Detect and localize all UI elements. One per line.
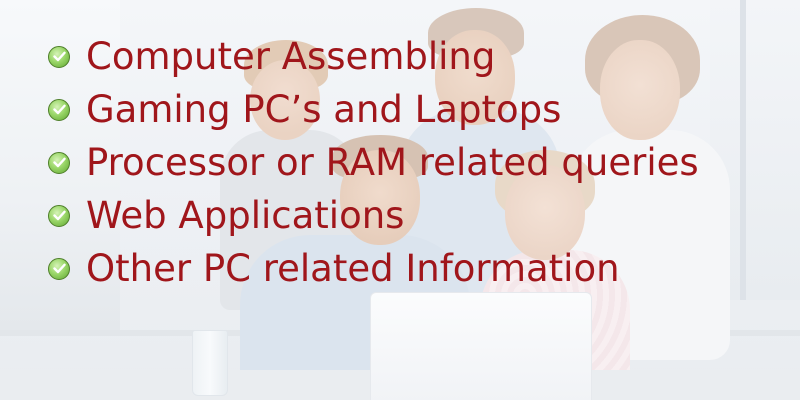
feature-label: Web Applications	[86, 194, 405, 237]
window-frame	[740, 0, 746, 300]
feature-label: Other PC related Information	[86, 247, 620, 290]
water-glass	[192, 330, 228, 396]
person-seated-woman-head	[505, 165, 585, 260]
list-item: Gaming PC’s and Laptops	[48, 83, 699, 136]
list-item: Computer Assembling	[48, 30, 699, 83]
check-circle-icon	[48, 151, 70, 174]
feature-label: Processor or RAM related queries	[86, 141, 699, 184]
feature-label: Computer Assembling	[86, 35, 496, 78]
list-item: Web Applications	[48, 189, 699, 242]
person-standing-head	[435, 30, 515, 125]
person-right-head	[600, 40, 680, 140]
laptop	[370, 292, 592, 400]
feature-list: Computer Assembling Gaming PC’s and Lapt…	[48, 30, 699, 295]
check-circle-icon	[48, 45, 70, 68]
feature-label: Gaming PC’s and Laptops	[86, 88, 562, 131]
check-circle-icon	[48, 98, 70, 121]
person-back-left-head	[250, 60, 320, 140]
check-circle-icon	[48, 204, 70, 227]
check-circle-icon	[48, 257, 70, 280]
list-item: Processor or RAM related queries	[48, 136, 699, 189]
list-item: Other PC related Information	[48, 242, 699, 295]
person-seated-man-head	[340, 150, 420, 245]
